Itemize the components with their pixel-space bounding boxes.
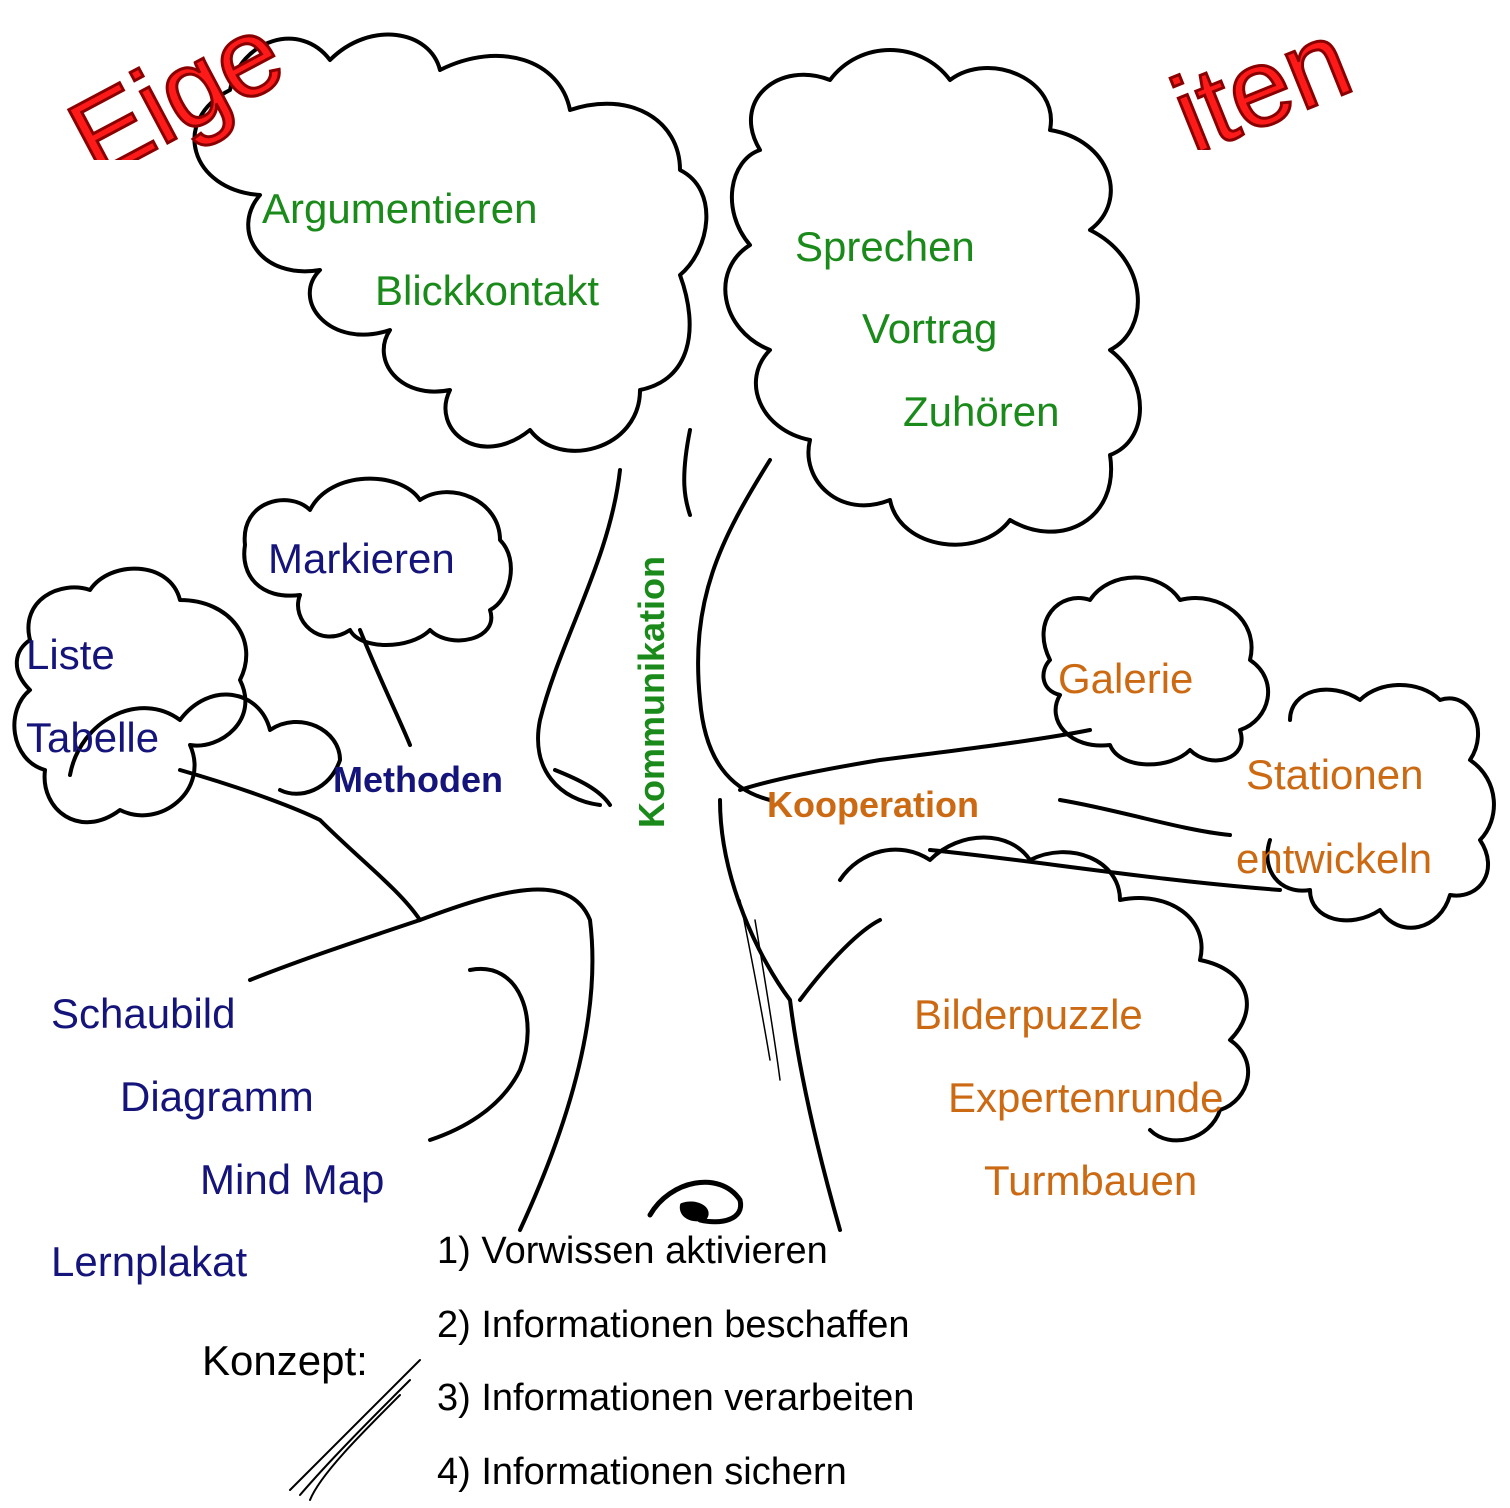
- branch-schaubild: [428, 966, 530, 1142]
- label-zuhoeren: Zuhören: [903, 388, 1060, 435]
- heading-kommunikation: Kommunikation: [631, 555, 672, 828]
- branch-methoden-lower2: [248, 918, 422, 982]
- crown-cloud-markieren: [242, 476, 513, 647]
- branch-methoden-lower: [178, 768, 422, 922]
- concept-label: Konzept:: [202, 1337, 368, 1384]
- branch-kooperation-lower2: [928, 848, 1282, 892]
- branch-bilderpuzzle: [798, 918, 882, 1002]
- label-galerie: Galerie: [1058, 655, 1194, 702]
- title-left-text: Eige: [50, 0, 302, 160]
- root-hatching: [289, 1359, 421, 1501]
- crown-cloud-bilderpuzzle: [838, 835, 1250, 1143]
- branch-mid-left: [553, 768, 612, 807]
- label-turmbauen: Turmbauen: [984, 1157, 1198, 1204]
- label-schaubild: Schaubild: [51, 990, 236, 1037]
- branch-methoden-upper: [358, 628, 412, 747]
- concept-step-4: 4) Informationen sichern: [437, 1451, 847, 1493]
- crown-cloud-schaubild: [68, 692, 342, 796]
- heading-kooperation: Kooperation: [767, 784, 979, 825]
- branch-trunk-center: [682, 428, 692, 517]
- title-right-text: iten: [1156, 0, 1367, 150]
- label-diagramm: Diagramm: [120, 1073, 314, 1120]
- trunk-left-edge: [536, 468, 622, 807]
- concept-step-2: 2) Informationen beschaffen: [437, 1304, 910, 1346]
- concept-step-3: 3) Informationen verarbeiten: [437, 1377, 915, 1419]
- label-entwickeln: entwickeln: [1236, 835, 1433, 882]
- label-bilderpuzzle: Bilderpuzzle: [914, 991, 1143, 1038]
- crown-cloud-top-left: [192, 32, 709, 453]
- crown-cloud-liste: [12, 566, 249, 825]
- branch-kooperation-lower: [1058, 798, 1232, 837]
- label-liste: Liste: [26, 631, 115, 678]
- trunk-lower-right: [718, 798, 842, 1232]
- title-fragment-left: Eige: [48, 0, 303, 160]
- label-stationen: Stationen: [1246, 751, 1424, 798]
- label-mind-map: Mind Map: [200, 1156, 385, 1203]
- branch-kooperation-upper: [738, 728, 1092, 792]
- label-tabelle: Tabelle: [26, 714, 160, 761]
- trunk-right-edge: [696, 458, 772, 802]
- label-argumentieren: Argumentieren: [262, 185, 538, 232]
- label-expertenrunde: Expertenrunde: [948, 1074, 1224, 1121]
- trunk-knot: [647, 1179, 744, 1225]
- heading-methoden: Methoden: [333, 759, 503, 800]
- trunk-texture: [739, 899, 781, 1081]
- knot-fill: [679, 1201, 709, 1222]
- label-sprechen: Sprechen: [795, 223, 975, 270]
- crown-cloud-top-right: [723, 48, 1142, 547]
- label-lernplakat: Lernplakat: [51, 1238, 248, 1285]
- concept-step-1: 1) Vorwissen aktivieren: [437, 1230, 828, 1272]
- label-markieren: Markieren: [268, 535, 455, 582]
- crown-cloud-stationen: [1265, 683, 1496, 930]
- label-vortrag: Vortrag: [862, 305, 998, 352]
- title-fragment-right: iten: [1155, 0, 1369, 150]
- trunk-lower-left: [418, 887, 595, 1232]
- label-blickkontakt: Blickkontakt: [375, 270, 600, 306]
